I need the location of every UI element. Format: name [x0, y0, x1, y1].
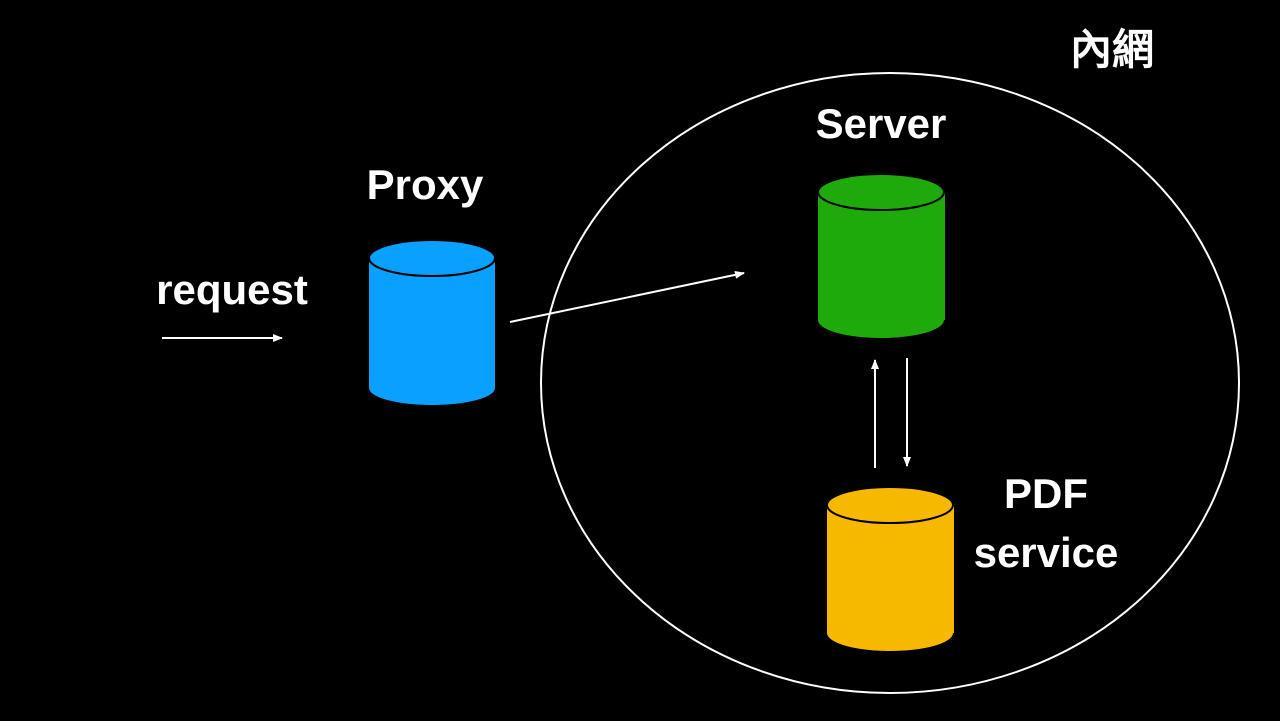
intranet-label: 內網 [1070, 26, 1154, 73]
request-label: request [156, 266, 308, 313]
intranet-group: 內網 [540, 26, 1240, 694]
server-node: Server [816, 100, 947, 338]
intranet-boundary [540, 72, 1240, 694]
proxy-to-server-arrow [509, 270, 745, 323]
pdf-service-cylinder-icon [826, 486, 954, 651]
proxy-node: Proxy [367, 161, 496, 405]
proxy-cylinder-icon [368, 239, 496, 405]
server-label: Server [816, 100, 947, 147]
pdf-service-label-line1: PDF [1004, 470, 1088, 517]
proxy-label: Proxy [367, 161, 484, 208]
request-edge: request [156, 266, 308, 342]
pdf-service-node: PDF service [826, 470, 1119, 651]
pdf-service-label-line2: service [974, 529, 1119, 576]
server-cylinder-icon [817, 173, 945, 338]
